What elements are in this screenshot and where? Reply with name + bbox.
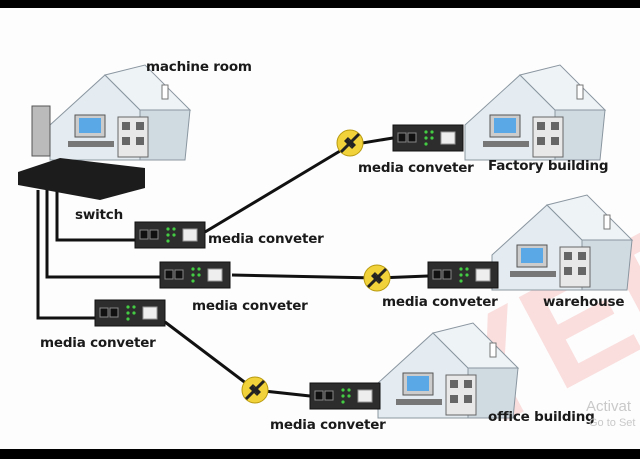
media-converter-icon xyxy=(309,382,381,410)
media-converter-icon xyxy=(427,261,499,289)
switch-icon xyxy=(18,158,145,200)
label-converter: media conveter xyxy=(192,298,308,314)
activation-watermark: Activat xyxy=(586,398,632,415)
label-converter: media conveter xyxy=(208,231,324,247)
machine-room-house-icon xyxy=(49,64,191,161)
label-warehouse: warehouse xyxy=(543,294,625,310)
label-converter: media conveter xyxy=(382,294,498,310)
label-office: office building xyxy=(488,409,595,425)
media-converter-icon xyxy=(134,221,206,249)
label-factory: Factory building xyxy=(488,158,609,174)
label-converter: media conveter xyxy=(40,335,156,351)
fiber-splice-icon xyxy=(362,263,392,293)
network-diagram: YEE machine room switch media conveter m… xyxy=(0,8,640,449)
label-converter: media conveter xyxy=(270,417,386,433)
media-converter-icon xyxy=(159,261,231,289)
server-icon xyxy=(31,105,51,157)
activation-watermark-sub: Go to Set xyxy=(589,417,636,429)
label-switch: switch xyxy=(75,207,124,223)
warehouse-house-icon xyxy=(491,194,633,291)
diagram-graphics: YEE xyxy=(18,64,640,449)
media-converter-icon xyxy=(392,124,464,152)
label-converter: media conveter xyxy=(358,160,474,176)
factory-house-icon xyxy=(464,64,606,161)
fiber-splice-icon xyxy=(335,128,365,158)
media-converter-icon xyxy=(94,299,166,327)
label-machine-room: machine room xyxy=(146,59,252,75)
fiber-splice-icon xyxy=(240,375,270,405)
